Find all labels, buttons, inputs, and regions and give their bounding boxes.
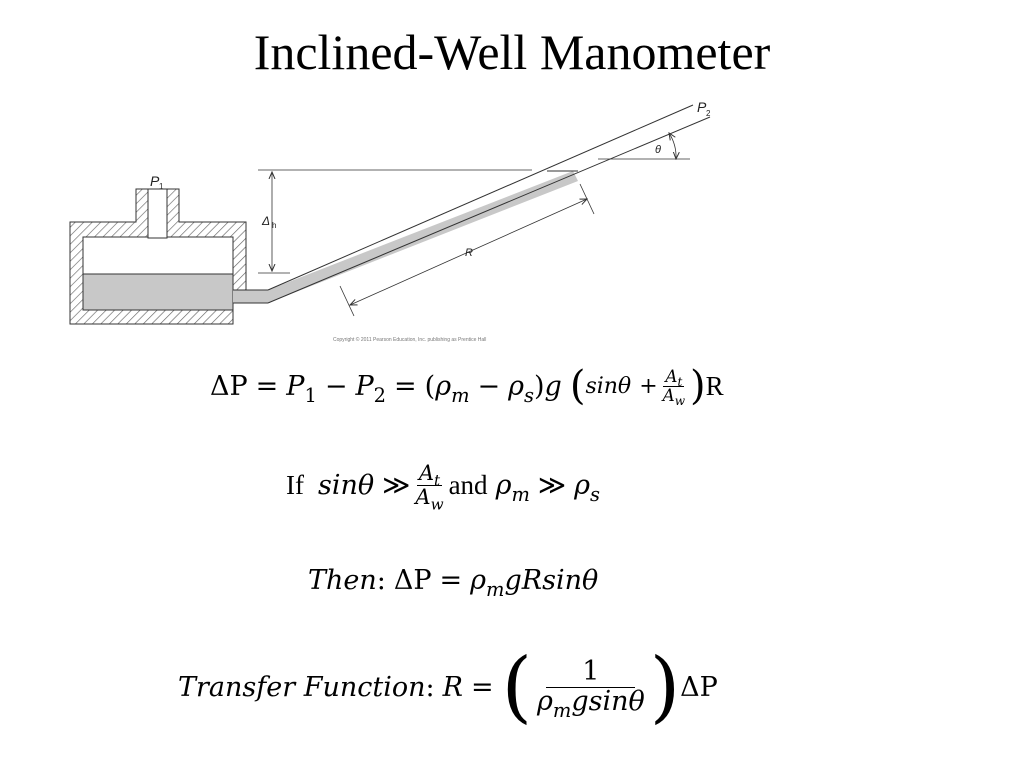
label-r: R — [465, 247, 473, 259]
eq1-g: g — [544, 370, 562, 402]
slide-title: Inclined-Well Manometer — [253, 24, 771, 80]
label-p2: P — [697, 99, 707, 115]
eq1-r: R — [705, 370, 724, 401]
eq1-equals-2: = — [394, 370, 417, 402]
label-p1-sub: 1 — [159, 182, 164, 191]
label-p1: P — [150, 173, 160, 189]
eq1-equals: = — [255, 370, 279, 402]
eq1-p1: P1 — [286, 370, 317, 407]
eq4-fraction: 1 ρmgsinθ — [537, 656, 645, 722]
eq3-then: Then — [308, 564, 377, 596]
equation-then: Then : ΔP = ρm gRsinθ — [308, 564, 599, 601]
eq1-lhs: ΔP — [210, 370, 248, 402]
eq2-rho-s: ρs — [574, 469, 600, 506]
eq1-sin: sinθ — [585, 373, 632, 399]
eq1-area-ratio: At Aw — [662, 365, 686, 408]
r-tick-left — [339, 285, 355, 317]
eq2-if: If — [286, 469, 304, 500]
eq2-area-ratio: At Aw — [415, 460, 444, 513]
eq1-rho-s: ρs — [508, 370, 534, 407]
eq2-and: and — [448, 469, 488, 500]
label-delta-h-sub: h — [272, 221, 276, 230]
eq1-p2: P2 — [355, 370, 387, 407]
theta-arc — [669, 133, 676, 159]
label-theta: θ — [655, 144, 661, 156]
eq3-rhs: gRsinθ — [504, 564, 599, 596]
eq1-minus: − — [324, 370, 348, 402]
manometer-diagram: P 1 P 2 θ Δ h R Copyright © 2011 Pearson… — [69, 99, 711, 343]
well-neck — [147, 188, 168, 239]
tube-wall-upper — [267, 104, 694, 291]
label-p2-sub: 2 — [706, 109, 711, 118]
eq4-r: R — [442, 671, 463, 703]
eq3-lhs: ΔP — [393, 564, 432, 596]
tube-wall-lower — [267, 116, 711, 304]
equation-transfer-function: Transfer Function : R = ( 1 ρmgsinθ ) ΔP — [178, 642, 718, 732]
eq2-much-greater: ≫ — [382, 469, 411, 501]
equation-condition: If sinθ ≫ At Aw and ρm ≫ ρs — [286, 460, 600, 513]
eq2-rho-m: ρm — [495, 469, 530, 506]
eq2-sin: sinθ — [317, 469, 375, 501]
equation-pressure-difference: ΔP = P1 − P2 = ( ρm − ρs ) g ( sinθ + At… — [210, 363, 724, 409]
label-delta-h: Δ — [261, 214, 270, 228]
eq3-rho-m: ρm — [470, 564, 505, 601]
r-arrow — [350, 199, 587, 305]
copyright-text: Copyright © 2011 Pearson Education, Inc.… — [333, 336, 486, 343]
eq1-rho-m: ρm — [435, 370, 470, 407]
well-fluid — [82, 273, 234, 311]
eq4-label: Transfer Function — [178, 671, 426, 703]
eq4-delta-p: ΔP — [680, 671, 718, 703]
